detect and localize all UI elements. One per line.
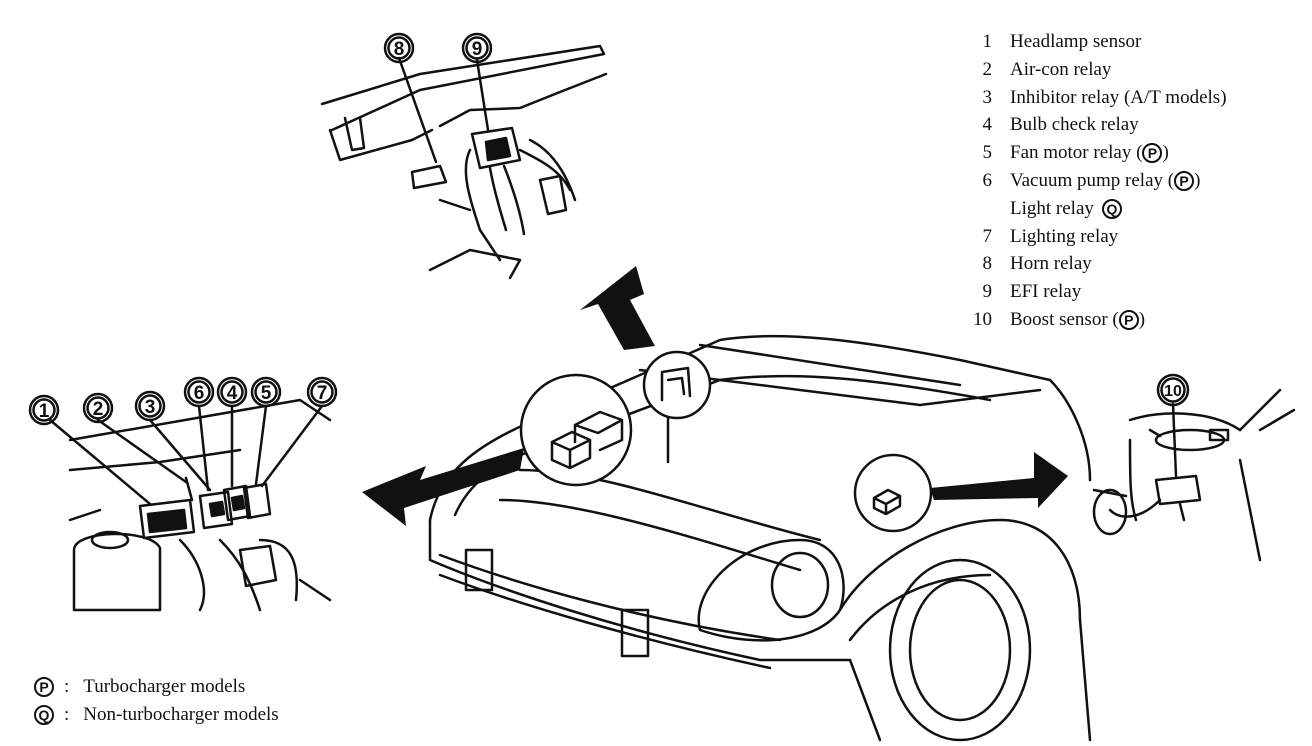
headlamp (770, 551, 830, 619)
turbo-badge-icon: P (1142, 143, 1163, 164)
top-inset-horn-efi (320, 44, 608, 280)
headlamp-sensor (138, 498, 196, 540)
legend-label: Lighting relay (1010, 225, 1119, 247)
legend-label: EFI relay (1010, 281, 1082, 303)
legend-item: Light relay Q (960, 195, 1227, 223)
callout-7: 7 (306, 376, 338, 408)
non-turbo-badge-icon: Q (1101, 198, 1122, 219)
turbo-badge-icon: P (1118, 309, 1139, 330)
legend-item: 6 Vacuum pump relay ( P ) (960, 167, 1227, 195)
model-footnotes: P : Turbocharger models Q : Non-turbocha… (34, 673, 279, 729)
legend-label: Vacuum pump relay ( (1010, 169, 1175, 191)
arrow-to-top-inset (580, 266, 655, 350)
zoom-circle-horn-relay (642, 350, 712, 420)
legend-label: Boost sensor ( (1010, 308, 1119, 330)
arrow-to-right-inset (930, 452, 1068, 508)
footnote-colon: : (64, 676, 70, 697)
legend-item: 8 Horn relay (960, 250, 1227, 278)
callout-10: 10 (1156, 373, 1190, 407)
footnote-item: P : Turbocharger models (34, 673, 279, 701)
legend-item: 10 Boost sensor ( P ) (960, 306, 1227, 334)
legend-item: 9 EFI relay (960, 278, 1227, 306)
svg-text:9: 9 (472, 39, 483, 60)
efi-relay (470, 126, 522, 170)
legend-label: Bulb check relay (1010, 114, 1139, 136)
svg-text:5: 5 (261, 383, 272, 404)
callout-8: 8 (383, 32, 415, 64)
callout-4: 4 (216, 376, 248, 408)
bumper-guard-left (464, 548, 494, 592)
svg-text:1: 1 (39, 401, 50, 422)
callout-2: 2 (82, 392, 114, 424)
svg-text:6: 6 (194, 383, 205, 404)
callout-9: 9 (461, 32, 493, 64)
svg-text:10: 10 (1164, 383, 1182, 400)
svg-text:8: 8 (394, 39, 405, 60)
legend-number: 7 (982, 225, 993, 247)
non-turbo-badge-icon: Q (34, 705, 54, 725)
footnote-label: Turbocharger models (83, 676, 246, 697)
relay-legend: 1 Headlamp sensor 2 Air-con relay 3 Inhi… (960, 28, 1227, 334)
legend-label: Light relay (1010, 197, 1094, 219)
zoom-circle-boost-sensor (853, 453, 933, 533)
callout-1: 1 (28, 394, 60, 426)
turbo-badge-icon: P (34, 677, 54, 697)
turbo-badge-icon: P (1174, 170, 1195, 191)
svg-text:3: 3 (145, 397, 156, 418)
horn-relay (410, 164, 448, 190)
legend-label: Air-con relay (1010, 58, 1112, 80)
close-paren: ) (1162, 142, 1169, 164)
svg-text:7: 7 (317, 383, 328, 404)
bumper-guard-right (620, 608, 650, 658)
legend-number: 6 (982, 169, 993, 191)
boost-sensor (1154, 474, 1202, 506)
footnote-item: Q : Non-turbocharger models (34, 701, 279, 729)
legend-label: Fan motor relay ( (1010, 142, 1143, 164)
legend-number: 1 (982, 31, 993, 52)
arrow-to-left-inset (362, 448, 524, 526)
legend-item: 7 Lighting relay (960, 223, 1227, 251)
footnote-label: Non-turbocharger models (83, 704, 279, 725)
callout-3: 3 (134, 390, 166, 422)
legend-number: 4 (982, 114, 993, 136)
legend-item: 3 Inhibitor relay (A/T models) (960, 84, 1227, 112)
legend-item: 2 Air-con relay (960, 56, 1227, 84)
front-wheel (888, 558, 1032, 742)
footnote-colon: : (64, 704, 70, 725)
zoom-circle-relay-block (519, 373, 633, 487)
legend-number: 9 (982, 281, 993, 303)
close-paren: ) (1194, 169, 1201, 191)
right-inset-boost-sensor (1092, 388, 1296, 562)
legend-item: 1 Headlamp sensor (960, 28, 1227, 56)
close-paren: ) (1138, 308, 1146, 330)
legend-number: 8 (982, 253, 993, 275)
legend-label: Horn relay (1010, 253, 1092, 275)
svg-text:4: 4 (227, 383, 238, 404)
legend-number: 2 (982, 58, 993, 80)
svg-text:2: 2 (93, 399, 104, 420)
callout-5: 5 (250, 376, 282, 408)
legend-number: 5 (982, 142, 993, 164)
legend-item: 4 Bulb check relay (960, 111, 1227, 139)
left-inset-relay-bay (48, 398, 332, 612)
legend-number: 3 (982, 86, 993, 108)
legend-label: Headlamp sensor (1010, 31, 1142, 52)
legend-item: 5 Fan motor relay ( P ) (960, 139, 1227, 167)
legend-label: Inhibitor relay (A/T models) (1010, 86, 1227, 108)
car-front-view (428, 334, 1092, 742)
callout-6: 6 (183, 376, 215, 408)
legend-number: 10 (973, 308, 992, 330)
